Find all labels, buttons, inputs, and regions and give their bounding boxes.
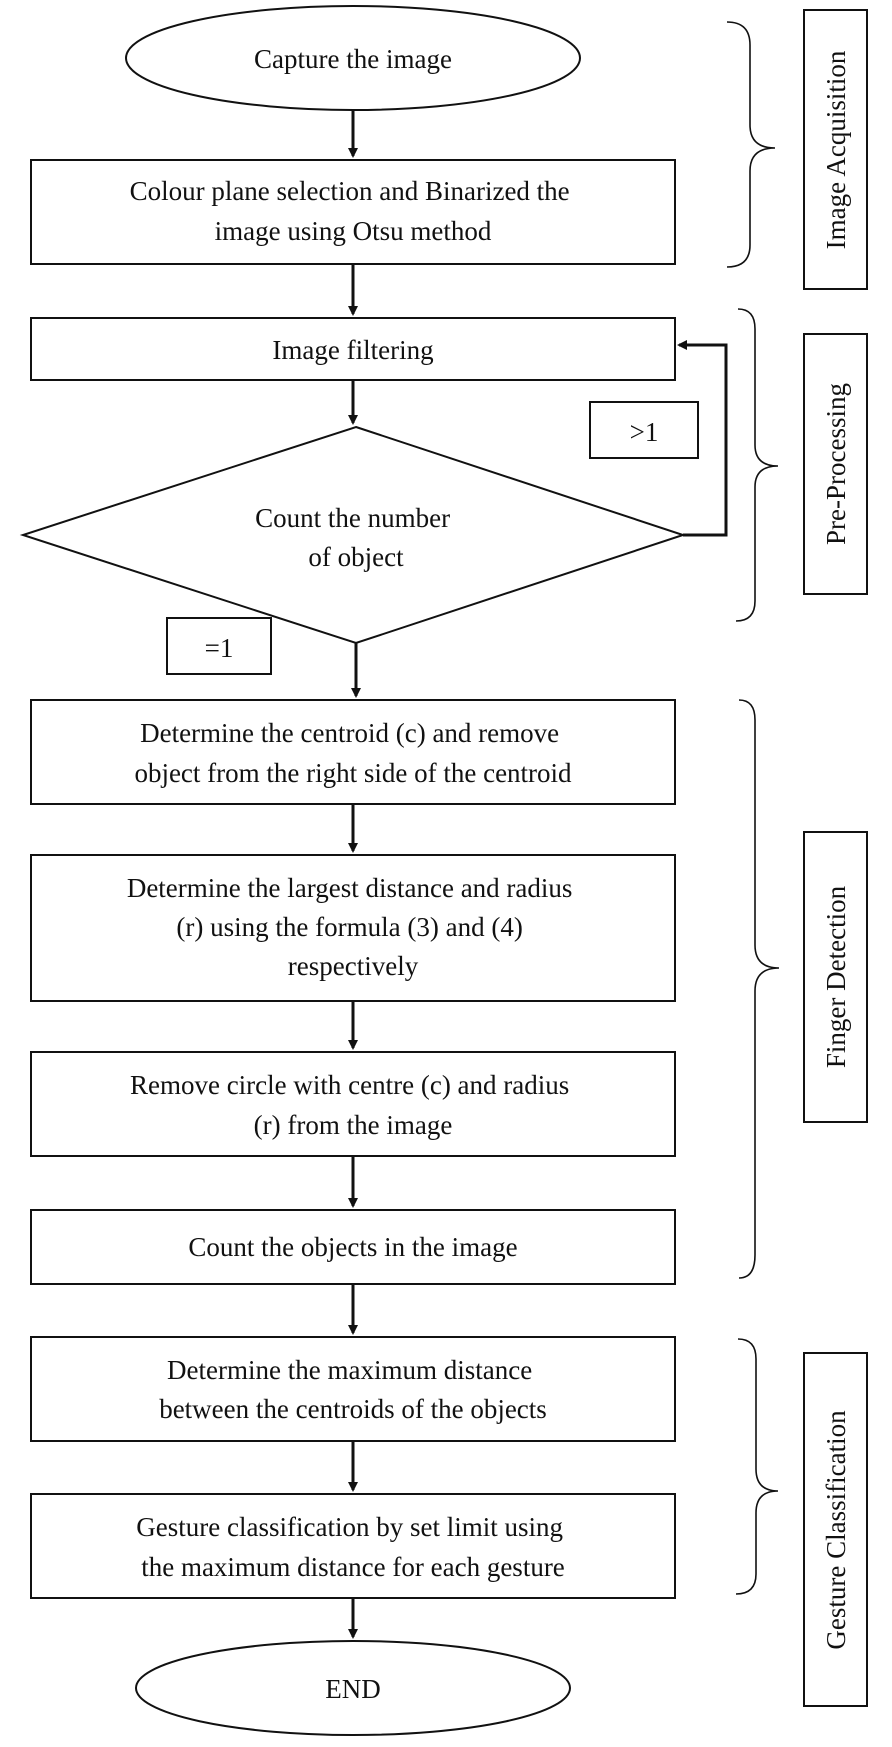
stage-braces	[726, 21, 780, 1595]
end-terminal: END	[135, 1640, 571, 1736]
step-determine-centroid: Determine the centroid (c) and remove ob…	[30, 699, 676, 805]
start-terminal: Capture the image	[125, 5, 581, 111]
condition-greater-than-one: >1	[589, 401, 699, 459]
stage-gesture-classification: Gesture Classification	[803, 1352, 868, 1707]
arrows	[348, 110, 728, 1639]
end-terminal-label: END	[325, 1674, 381, 1704]
stage-pre-processing: Pre-Processing	[803, 333, 868, 595]
brace-image-acquisition	[726, 21, 776, 268]
step-remove-circle-label: Remove circle with centre (c) and radius…	[130, 1070, 576, 1140]
stage-pre-processing-label: Pre-Processing	[821, 383, 851, 545]
step-largest-distance: Determine the largest distance and radiu…	[30, 854, 676, 1002]
brace-pre-processing	[735, 308, 779, 622]
step-count-objects: Count the objects in the image	[30, 1209, 676, 1285]
arrow-loop-back-to-filtering	[677, 340, 728, 537]
step-max-distance-label: Determine the maximum distance between t…	[159, 1355, 547, 1424]
stage-finger-detection: Finger Detection	[803, 831, 868, 1123]
condition-equals-one-label: =1	[205, 633, 234, 663]
step-image-filtering-label: Image filtering	[272, 335, 433, 365]
step-image-filtering: Image filtering	[30, 317, 676, 381]
decision-count-number: Count the number of object	[19, 425, 687, 645]
step-remove-circle: Remove circle with centre (c) and radius…	[30, 1051, 676, 1157]
stage-image-acquisition: Image Acquisition	[803, 9, 868, 290]
brace-finger-detection	[738, 699, 780, 1279]
step-colour-binarize: Colour plane selection and Binarized the…	[30, 159, 676, 265]
brace-gesture-classification	[735, 1338, 779, 1595]
step-determine-centroid-label: Determine the centroid (c) and remove ob…	[134, 718, 572, 788]
stage-gesture-classification-label: Gesture Classification	[821, 1410, 851, 1650]
step-colour-binarize-label: Colour plane selection and Binarized the…	[130, 176, 577, 246]
condition-greater-than-one-label: >1	[630, 417, 659, 447]
step-count-objects-label: Count the objects in the image	[188, 1232, 517, 1262]
stage-image-acquisition-label: Image Acquisition	[821, 50, 851, 249]
step-gesture-classification: Gesture classification by set limit usin…	[30, 1493, 676, 1599]
step-max-distance: Determine the maximum distance between t…	[30, 1336, 676, 1442]
stage-finger-detection-label: Finger Detection	[821, 885, 851, 1068]
start-terminal-label: Capture the image	[254, 44, 452, 74]
condition-equals-one: =1	[166, 617, 272, 675]
step-largest-distance-label: Determine the largest distance and radiu…	[127, 873, 579, 981]
decision-count-number-label: Count the number of object	[255, 503, 457, 572]
step-gesture-classification-label: Gesture classification by set limit usin…	[136, 1512, 569, 1582]
